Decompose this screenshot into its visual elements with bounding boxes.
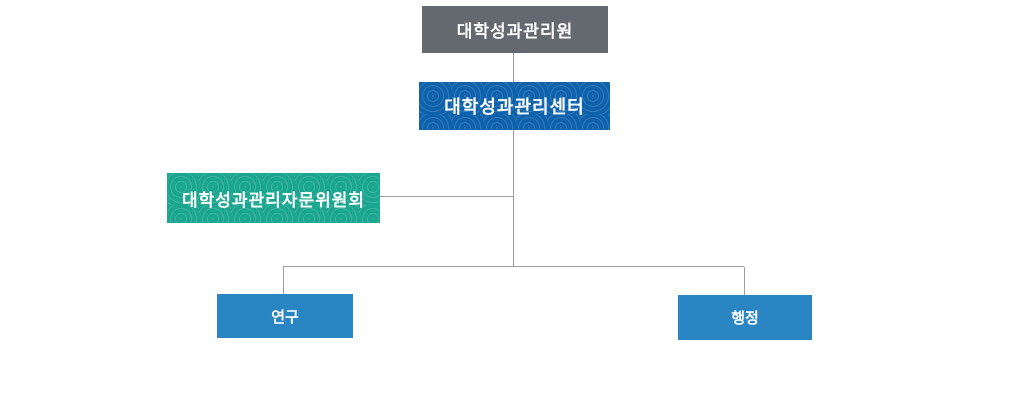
org-node-advisory-committee: 대학성과관리자문위원회 [167,173,380,223]
connector-advisory-branch [380,196,513,197]
connector-administration-stub [744,267,745,295]
org-node-administration-label: 행정 [731,310,759,327]
connector-research-stub [283,267,284,294]
connector-bottom-branch [283,266,744,267]
org-node-administration: 행정 [678,295,812,340]
org-node-institute-label: 대학성과관리원 [456,22,574,41]
org-node-research: 연구 [217,294,353,338]
org-node-institute: 대학성과관리원 [422,6,608,53]
org-node-advisory-committee-label: 대학성과관리자문위원회 [181,190,366,210]
connector-institute-center [513,53,514,82]
connector-center-trunk [513,130,514,267]
org-node-research-label: 연구 [271,308,299,326]
org-node-center: 대학성과관리센터 [419,82,610,130]
org-node-center-label: 대학성과관리센터 [444,97,585,117]
